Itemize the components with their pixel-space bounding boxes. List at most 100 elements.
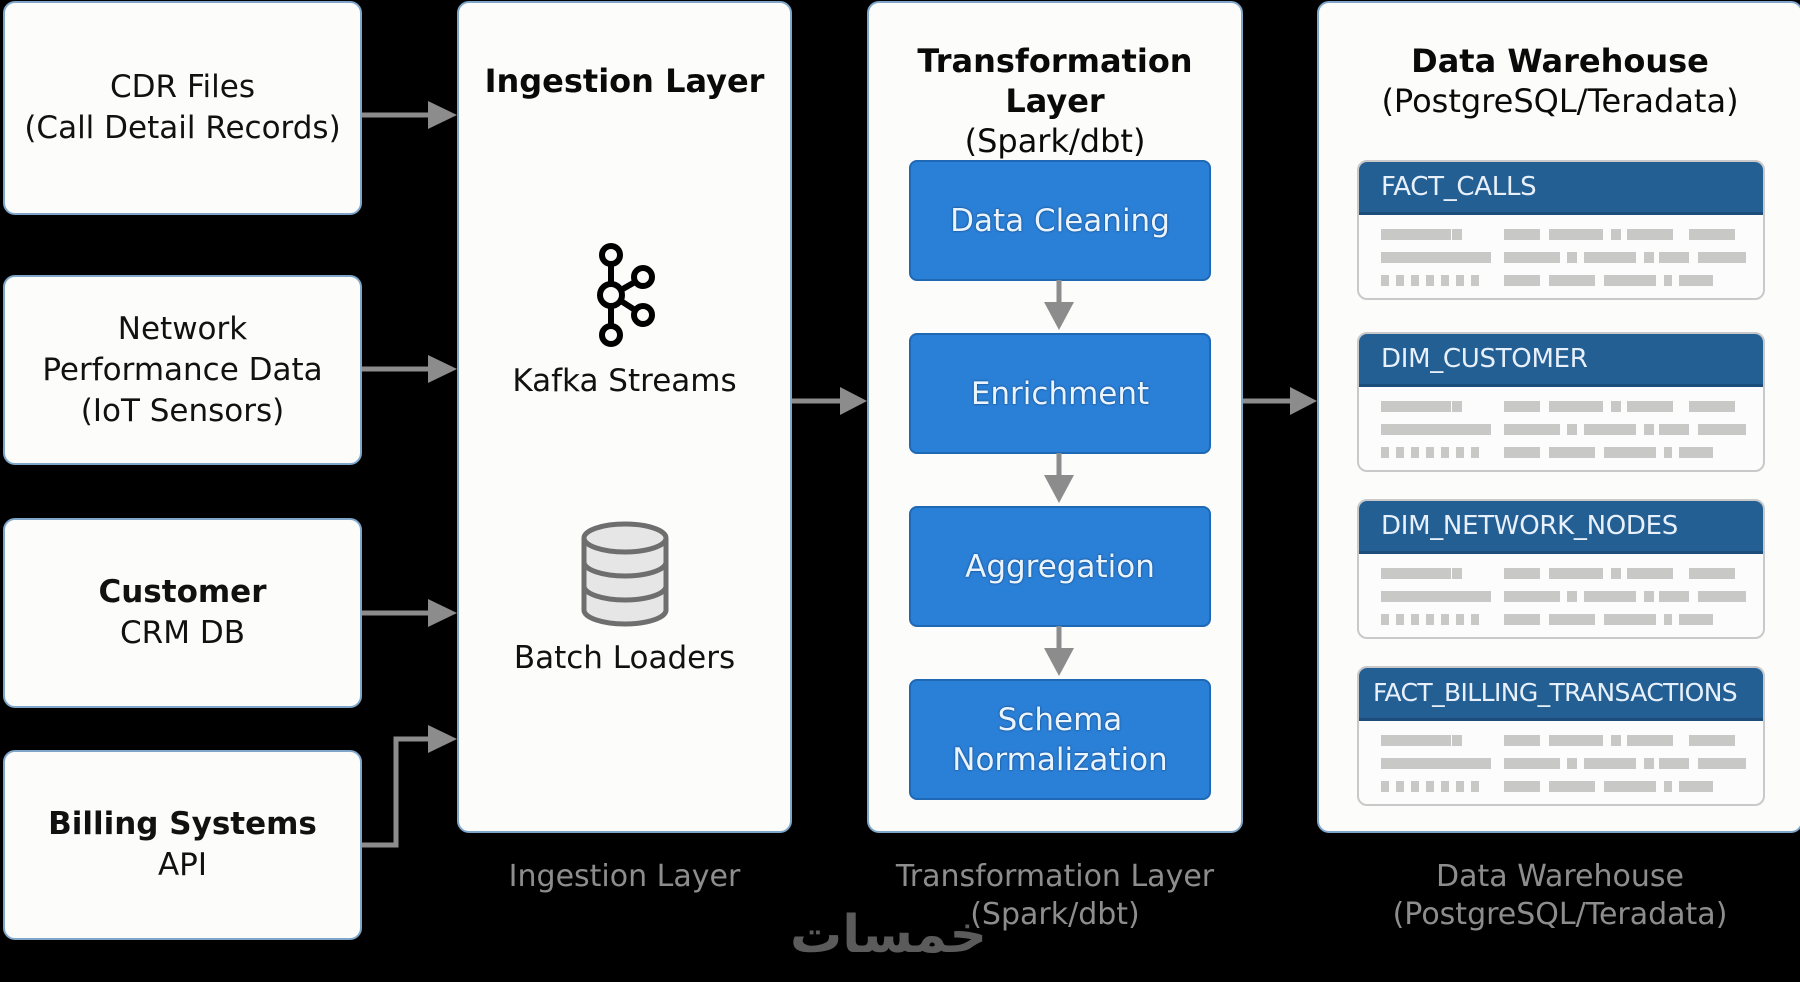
- placeholder-cell: [1452, 735, 1462, 746]
- source-customer-crm[interactable]: Customer CRM DB: [3, 518, 362, 708]
- arrowhead: [1044, 648, 1074, 676]
- placeholder-cell: [1381, 424, 1491, 435]
- table-name: FACT_CALLS: [1359, 162, 1763, 215]
- placeholder-cell: [1411, 781, 1419, 792]
- placeholder-cell: [1611, 735, 1621, 746]
- placeholder-cell: [1698, 591, 1746, 602]
- placeholder-cell: [1381, 735, 1451, 746]
- placeholder-cell: [1698, 758, 1746, 769]
- data-warehouse-panel[interactable]: Data Warehouse (PostgreSQL/Teradata) FAC…: [1317, 1, 1800, 833]
- placeholder-cell: [1452, 401, 1462, 412]
- placeholder-cell: [1456, 614, 1464, 625]
- placeholder-cell: [1441, 614, 1449, 625]
- placeholder-cell: [1504, 614, 1540, 625]
- arrowhead: [428, 725, 457, 753]
- table-fact-calls[interactable]: FACT_CALLS: [1357, 160, 1765, 300]
- placeholder-cell: [1584, 758, 1636, 769]
- placeholder-cell: [1504, 401, 1540, 412]
- ingestion-title: Ingestion Layer: [459, 61, 790, 101]
- placeholder-cell: [1659, 758, 1689, 769]
- placeholder-cell: [1584, 591, 1636, 602]
- placeholder-cell: [1426, 447, 1434, 458]
- source-network-performance[interactable]: Network Performance Data (IoT Sensors): [3, 275, 362, 465]
- arrowhead: [1044, 302, 1074, 330]
- placeholder-cell: [1381, 401, 1451, 412]
- placeholder-cell: [1611, 401, 1621, 412]
- table-dim-customer[interactable]: DIM_CUSTOMER: [1357, 332, 1765, 472]
- placeholder-cell: [1659, 591, 1689, 602]
- table-rows-placeholder: [1359, 387, 1763, 470]
- placeholder-cell: [1411, 614, 1419, 625]
- placeholder-cell: [1504, 252, 1560, 263]
- table-fact-billing-transactions[interactable]: FACT_BILLING_TRANSACTIONS: [1357, 666, 1765, 806]
- placeholder-cell: [1381, 614, 1389, 625]
- ingestion-layer-panel[interactable]: Ingestion Layer Kafka Streams: [457, 1, 792, 833]
- placeholder-cell: [1644, 758, 1654, 769]
- batch-loaders-label: Batch Loaders: [513, 640, 736, 676]
- placeholder-cell: [1567, 758, 1577, 769]
- table-rows-placeholder: [1359, 554, 1763, 637]
- step-schema-normalization[interactable]: Schema Normalization: [909, 679, 1211, 800]
- source-cdr-files[interactable]: CDR Files (Call Detail Records): [3, 1, 362, 215]
- placeholder-cell: [1584, 252, 1636, 263]
- source-cdr-subtitle: (Call Detail Records): [24, 110, 341, 146]
- placeholder-cell: [1627, 229, 1673, 240]
- step-aggregation[interactable]: Aggregation: [909, 506, 1211, 627]
- placeholder-cell: [1549, 229, 1603, 240]
- placeholder-cell: [1549, 781, 1595, 792]
- placeholder-cell: [1689, 735, 1735, 746]
- caption-transformation-line2: (Spark/dbt): [970, 897, 1140, 932]
- placeholder-cell: [1689, 401, 1735, 412]
- placeholder-cell: [1604, 781, 1656, 792]
- placeholder-cell: [1549, 447, 1595, 458]
- batch-loaders-item[interactable]: Batch Loaders: [459, 520, 790, 676]
- table-rows-placeholder: [1359, 721, 1763, 804]
- arrowhead: [1044, 475, 1074, 503]
- transformation-layer-panel[interactable]: Transformation Layer (Spark/dbt) Data Cl…: [867, 1, 1243, 833]
- placeholder-cell: [1426, 275, 1434, 286]
- placeholder-cell: [1471, 614, 1479, 625]
- source-billing-systems[interactable]: Billing Systems API: [3, 750, 362, 940]
- transformation-subtitle: (Spark/dbt): [964, 122, 1146, 160]
- placeholder-cell: [1567, 424, 1577, 435]
- placeholder-cell: [1504, 591, 1560, 602]
- placeholder-cell: [1381, 275, 1389, 286]
- placeholder-cell: [1664, 781, 1672, 792]
- warehouse-title-text: Data Warehouse: [1411, 42, 1709, 80]
- placeholder-cell: [1644, 591, 1654, 602]
- placeholder-cell: [1381, 229, 1451, 240]
- caption-warehouse-line2: (PostgreSQL/Teradata): [1392, 897, 1728, 932]
- watermark-logo: خمسات: [790, 905, 988, 965]
- placeholder-cell: [1549, 735, 1603, 746]
- database-icon: [581, 521, 668, 627]
- placeholder-cell: [1396, 781, 1404, 792]
- placeholder-cell: [1604, 275, 1656, 286]
- placeholder-cell: [1679, 781, 1713, 792]
- source-crm-subtitle: CRM DB: [120, 615, 245, 651]
- table-dim-network-nodes[interactable]: DIM_NETWORK_NODES: [1357, 499, 1765, 639]
- ingestion-title-text: Ingestion Layer: [484, 62, 765, 100]
- kafka-streams-item[interactable]: Kafka Streams: [459, 243, 790, 399]
- placeholder-cell: [1664, 447, 1672, 458]
- placeholder-cell: [1689, 229, 1735, 240]
- placeholder-cell: [1549, 401, 1603, 412]
- step-data-cleaning[interactable]: Data Cleaning: [909, 160, 1211, 281]
- source-network-line3: (IoT Sensors): [80, 392, 285, 429]
- arrowhead: [428, 101, 457, 129]
- placeholder-cell: [1698, 252, 1746, 263]
- placeholder-cell: [1411, 275, 1419, 286]
- arrowhead: [1290, 387, 1317, 415]
- placeholder-cell: [1644, 252, 1654, 263]
- placeholder-cell: [1689, 568, 1735, 579]
- placeholder-cell: [1604, 447, 1656, 458]
- placeholder-cell: [1381, 252, 1491, 263]
- placeholder-cell: [1396, 275, 1404, 286]
- placeholder-cell: [1679, 275, 1713, 286]
- source-network-line1: Network: [117, 310, 248, 347]
- placeholder-cell: [1426, 781, 1434, 792]
- transformation-title: Transformation Layer (Spark/dbt): [869, 41, 1241, 161]
- placeholder-cell: [1504, 735, 1540, 746]
- placeholder-cell: [1584, 424, 1636, 435]
- placeholder-cell: [1504, 229, 1540, 240]
